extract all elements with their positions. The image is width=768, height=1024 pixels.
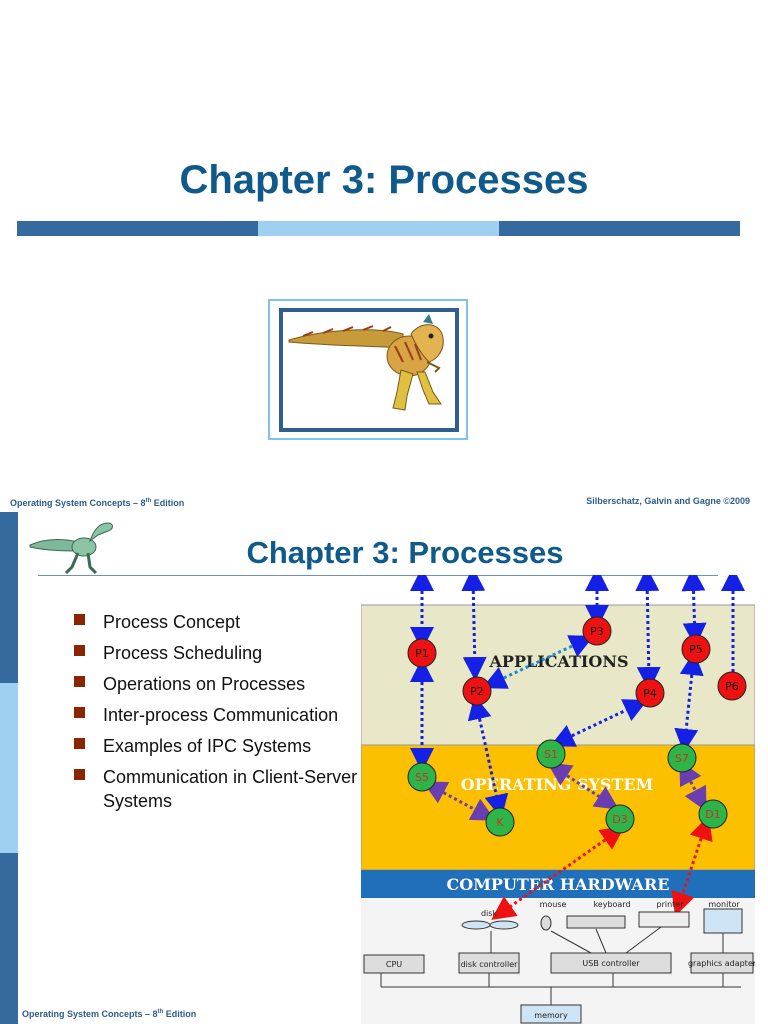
node-s1: S1 [536, 739, 566, 769]
node-p3: P3 [582, 616, 612, 646]
svg-text:P3: P3 [590, 625, 604, 638]
slide1-footer-right: Silberschatz, Galvin and Gagne ©2009 [586, 496, 750, 506]
usb-controller-label: USB controller [582, 959, 640, 968]
disk-icon [461, 920, 491, 930]
graphics-adapter-box [690, 952, 754, 974]
svg-text:D3: D3 [612, 813, 627, 826]
title-underline-bar [17, 221, 740, 236]
node-p5: P5 [681, 634, 711, 664]
arrow-d3-disk [491, 826, 625, 920]
bullet-icon [74, 707, 85, 718]
node-p6: P6 [717, 671, 747, 701]
bullet-icon [74, 614, 85, 625]
node-p2: P2 [462, 676, 492, 706]
svg-text:S5: S5 [415, 771, 429, 784]
graphics-adapter-label: graphics adapter [688, 959, 755, 968]
svg-text:S1: S1 [544, 748, 558, 761]
svg-text:P6: P6 [725, 680, 739, 693]
arrow-s5-k [422, 781, 496, 821]
list-item: Operations on Processes [70, 672, 360, 696]
node-p4: P4 [635, 678, 665, 708]
svg-text:S7: S7 [675, 752, 689, 765]
cpu-label: CPU [386, 960, 402, 969]
bullet-icon [74, 769, 85, 780]
arrow-p2-p3 [482, 635, 594, 689]
node-s7: S7 [667, 743, 697, 773]
applications-label: APPLICATIONS [489, 652, 629, 671]
monitor-icon [703, 908, 743, 934]
memory-label: memory [534, 1011, 568, 1020]
bullet-icon [74, 738, 85, 749]
node-s5: S5 [407, 762, 437, 792]
svg-text:K: K [496, 816, 504, 829]
dinosaur-image [279, 308, 459, 432]
operating-system-label: OPERATING SYSTEM [461, 775, 654, 794]
list-item: Inter-process Communication [70, 703, 360, 727]
svg-text:D1: D1 [705, 808, 720, 821]
hardware-label: COMPUTER HARDWARE [447, 875, 670, 894]
list-item: Examples of IPC Systems [70, 734, 360, 758]
disk-controller-label: disk controller [461, 960, 519, 969]
left-accent-strip-light [0, 683, 18, 853]
monitor-label: monitor [708, 900, 740, 909]
svg-text:P5: P5 [689, 643, 703, 656]
dinosaur-logo-icon [29, 522, 113, 575]
disk-icon [489, 920, 519, 930]
cpu-box [363, 954, 425, 974]
arrow-d1-printer [671, 815, 713, 917]
printer-label: printer [656, 900, 684, 909]
keyboard-label: keyboard [593, 900, 630, 909]
node-d3: D3 [605, 804, 635, 834]
usb-controller-box [550, 952, 672, 974]
arrow-s1-d3 [546, 762, 620, 810]
applications-layer [361, 604, 755, 746]
disk-controller-box [458, 952, 520, 974]
list-item: Communication in Client-Server Systems [70, 765, 360, 813]
arrow-p4 [635, 575, 661, 691]
node-k: K [485, 807, 515, 837]
node-p1: P1 [407, 638, 437, 668]
arrow-s1-p4 [550, 699, 648, 747]
memory-box [520, 1004, 582, 1024]
dinosaur-icon [288, 314, 444, 411]
arrow-p5-s7 [674, 651, 704, 753]
disk-label: disk [481, 909, 497, 918]
slide2-footer-left: Operating System Concepts – 8th Edition [22, 1009, 197, 1019]
system-layers-diagram: APPLICATIONS OPERATING SYSTEM COMPUTER H… [361, 575, 755, 1024]
mouse-icon [540, 915, 552, 931]
node-d1: D1 [698, 799, 728, 829]
keyboard-icon [566, 915, 626, 929]
svg-text:P4: P4 [643, 687, 657, 700]
bullet-icon [74, 676, 85, 687]
printer-icon [638, 911, 690, 928]
list-item: Process Scheduling [70, 641, 360, 665]
slide1-title: Chapter 3: Processes [179, 158, 589, 202]
svg-text:P1: P1 [415, 647, 429, 660]
svg-text:P2: P2 [470, 685, 484, 698]
bullet-icon [74, 645, 85, 656]
mouse-label: mouse [540, 900, 567, 909]
slide2-title: Chapter 3: Processes [246, 535, 564, 570]
title-rule [38, 575, 718, 576]
topic-list: Process Concept Process Scheduling Opera… [70, 610, 360, 820]
small-dinosaur-logo [28, 515, 118, 577]
list-item: Process Concept [70, 610, 360, 634]
slide1-footer-left: Operating System Concepts – 8th Edition [10, 498, 185, 508]
